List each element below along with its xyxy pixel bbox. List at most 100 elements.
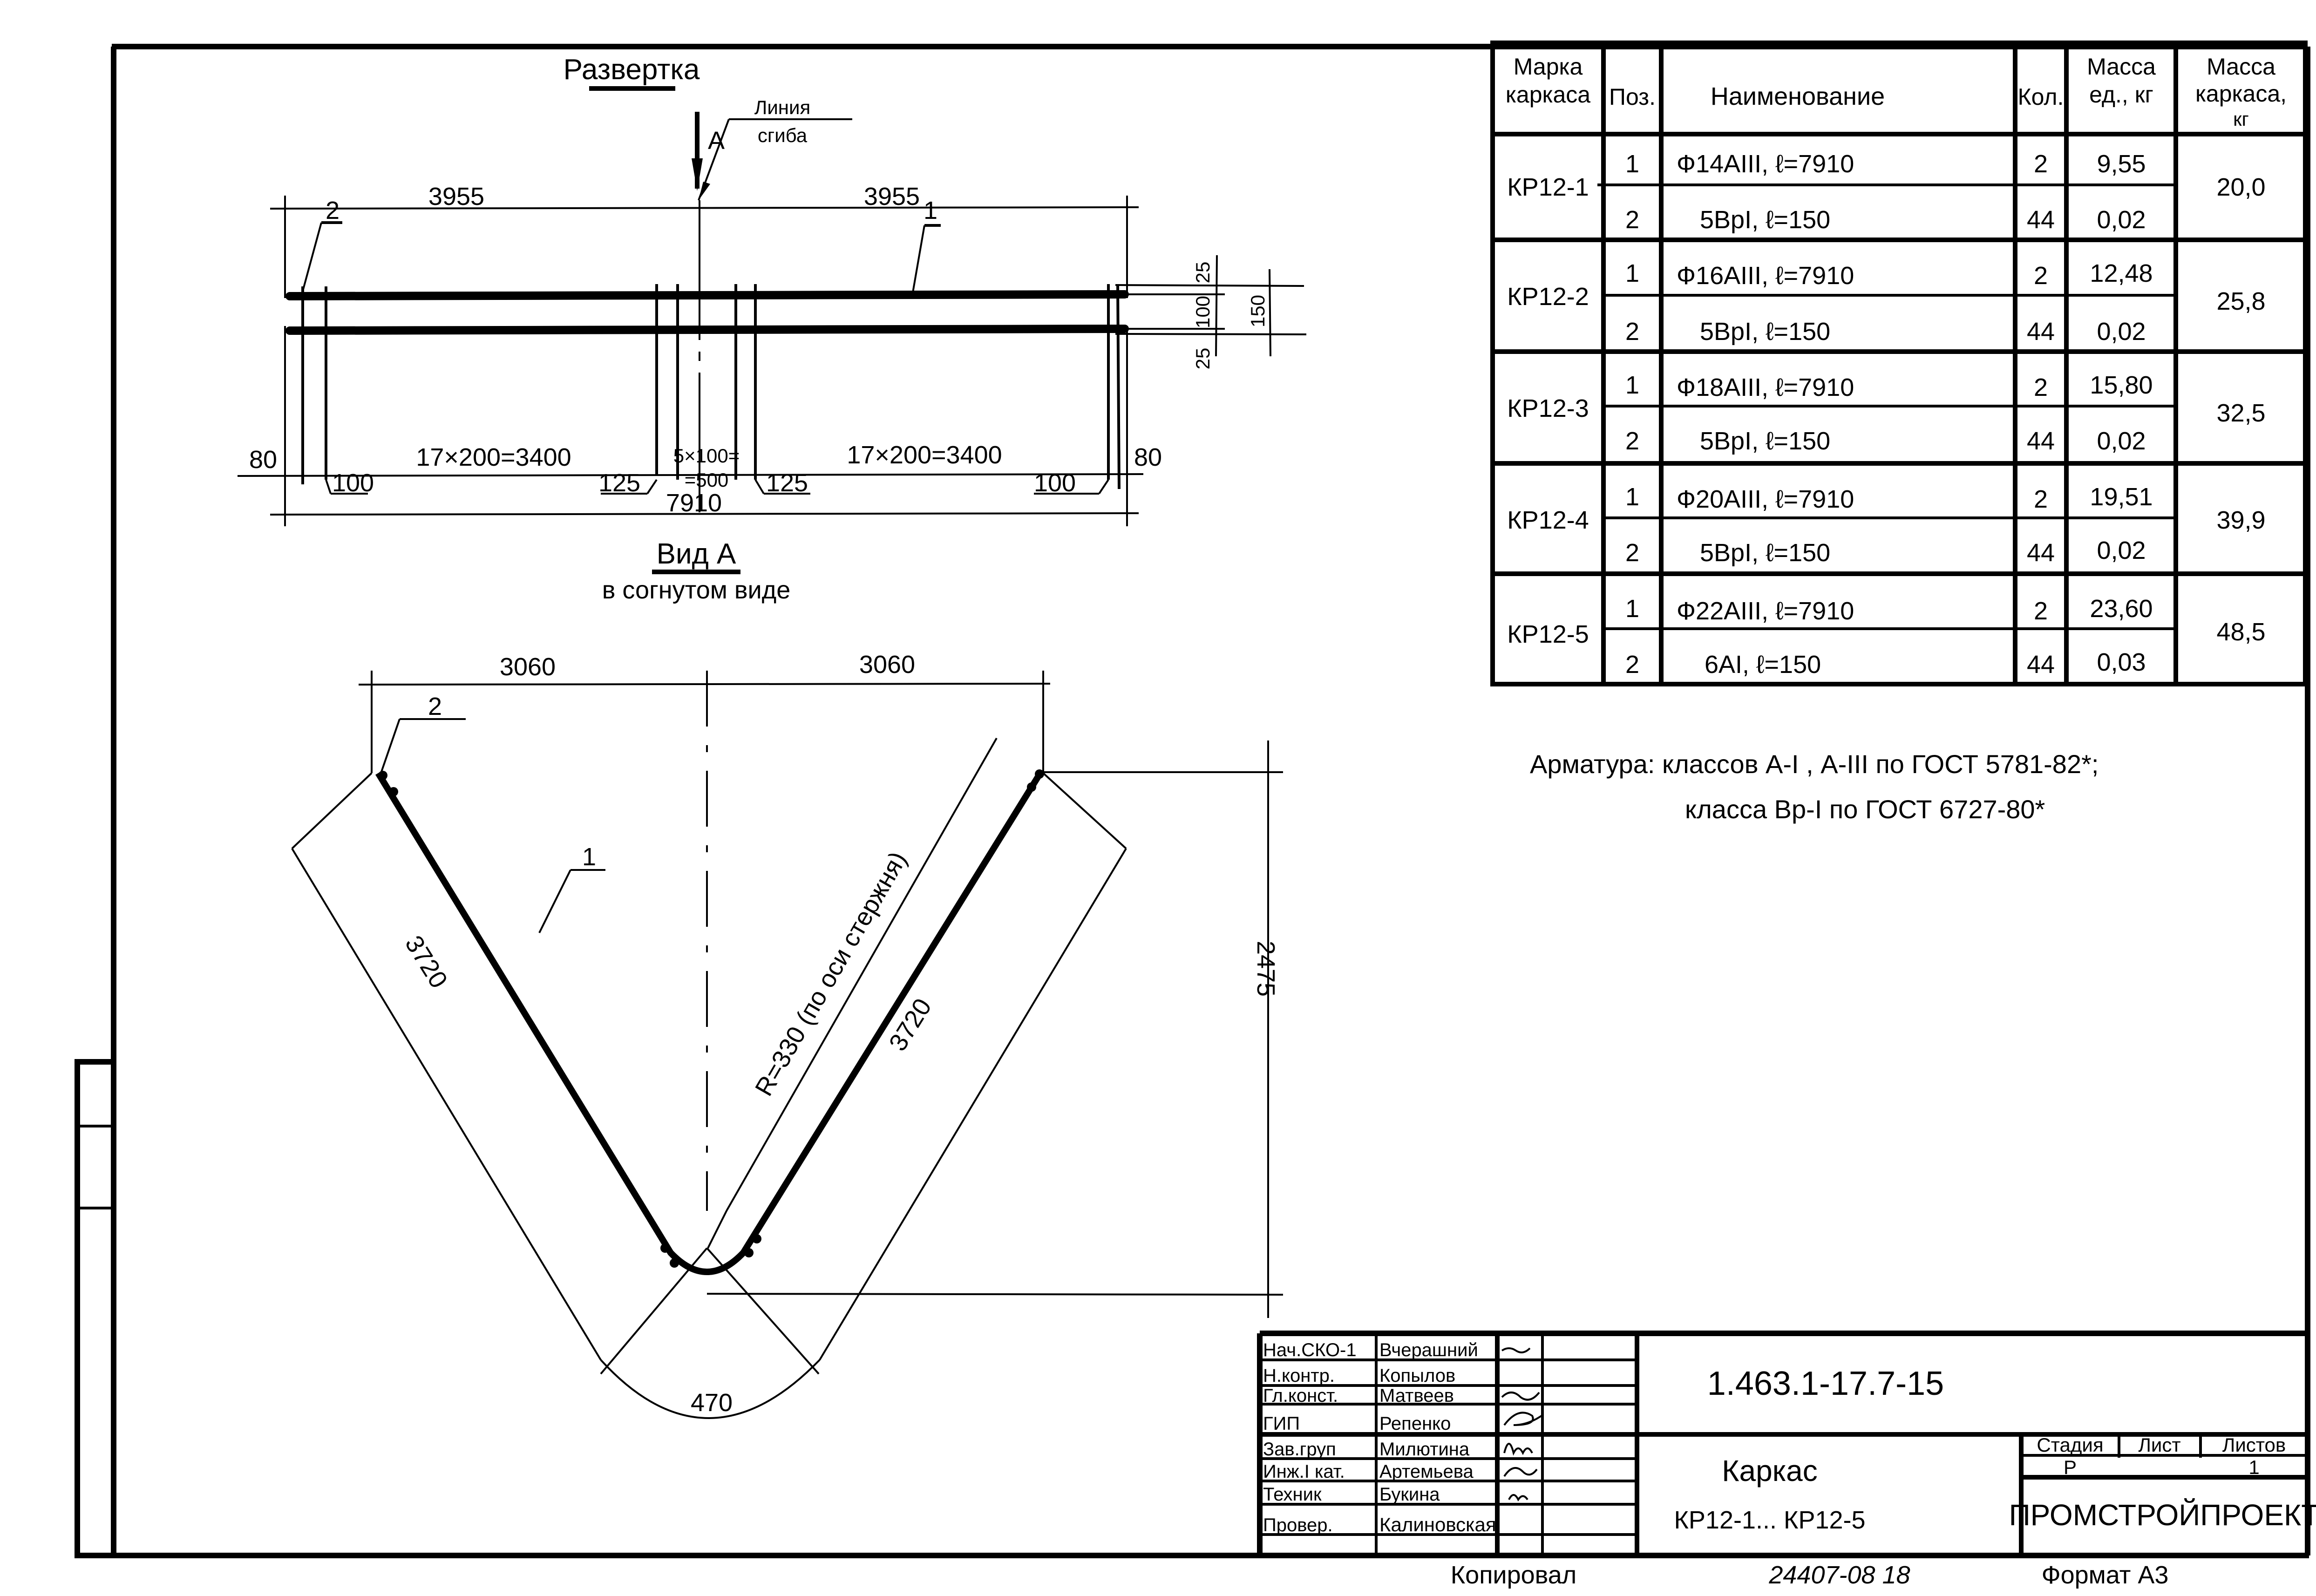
radius-note: R=330 (по оси стержня): [750, 847, 912, 1101]
copied-label: Копировал: [1451, 1561, 1577, 1589]
cell-qty: 44: [2027, 427, 2055, 455]
cell-qty: 2: [2034, 597, 2048, 625]
sheet-label: Лист: [2138, 1434, 2180, 1456]
leader-pos1: [912, 225, 925, 293]
dim-total-length: 7910: [666, 489, 722, 517]
dim-bottom-cover: 25: [1192, 348, 1214, 370]
cell-unit-mass: 9,55: [2097, 150, 2146, 178]
cell-pos: 2: [1625, 318, 1639, 346]
cell-pos: 2: [1625, 427, 1639, 455]
organization-name: ПРОМСТРОЙПРОЕКТ: [2009, 1498, 2316, 1532]
signature-mark: [1503, 1467, 1538, 1477]
bar-dot: [752, 1234, 761, 1243]
pos1-mark-unfolded: 1: [924, 197, 937, 224]
cell-qty: 2: [2034, 150, 2048, 178]
bend-line-label-1: Линия: [754, 96, 810, 118]
dim-offset-right-100: 100: [1034, 469, 1076, 497]
cell-name: Ф22АIII, ℓ=7910: [1677, 597, 1854, 625]
note-line-2: класса Вр-I по ГОСТ 6727-80*: [1685, 795, 2045, 824]
bar-dot: [1035, 769, 1044, 779]
cell-qty: 44: [2027, 539, 2055, 567]
signature-mark: [1503, 1443, 1533, 1456]
header-cage-mass-2: каркаса,: [2195, 81, 2287, 107]
signatories: Нач.СКО-1 Вчерашний Н.контр. Копылов Гл.…: [1263, 1340, 1496, 1535]
cell-name: 6АI, ℓ=150: [1705, 651, 1821, 679]
cell-name: 5ВрI, ℓ=150: [1700, 206, 1830, 234]
dim-line-top: [270, 206, 1139, 210]
bar-dot: [744, 1248, 754, 1257]
leader-100-right: [1098, 479, 1109, 495]
dim-total-width: 150: [1247, 295, 1269, 327]
cell-name: 5ВрI, ℓ=150: [1700, 427, 1830, 455]
header-pos: Поз.: [1609, 84, 1656, 110]
ext-line-right-leg-top: [1042, 772, 1127, 849]
cell-name: Ф14АIII, ℓ=7910: [1677, 150, 1854, 178]
format-label: Формат А3: [2042, 1561, 2169, 1589]
header-cage-mass-3: кг: [2233, 108, 2249, 130]
cell-unit-mass: 12,48: [2090, 259, 2153, 287]
cell-qty: 44: [2027, 206, 2055, 234]
dim-center-spacing-1: 5×100=: [673, 445, 740, 467]
dim-offset-left-125: 125: [598, 469, 640, 497]
sheets-value: 1: [2248, 1456, 2259, 1478]
leader-pos2-bent: [380, 719, 401, 774]
dim-offset-left-100: 100: [332, 469, 374, 497]
sig-name: Копылов: [1379, 1365, 1455, 1386]
cell-cage-mass: 32,5: [2216, 399, 2265, 427]
cell-cage-mass: 25,8: [2216, 287, 2265, 315]
dim-line-bent-top: [358, 683, 1051, 686]
dim-half-left: 3955: [428, 183, 484, 211]
dim-bar-spacing: 100: [1192, 296, 1214, 328]
sig-role: Нач.СКО-1: [1263, 1340, 1357, 1360]
dim-line-left-leg: [291, 848, 602, 1361]
leader-pos1-bent: [538, 869, 571, 933]
sig-role: Провер.: [1263, 1515, 1333, 1535]
dim-top-cover: 25: [1192, 262, 1214, 284]
ext-line-height-bottom: [706, 1293, 1284, 1296]
dim-height: 2475: [1252, 941, 1280, 997]
signature-mark: [1501, 1347, 1531, 1353]
cell-unit-mass: 23,60: [2090, 595, 2153, 623]
cell-unit-mass: 0,03: [2097, 648, 2146, 676]
cell-pos: 1: [1625, 150, 1639, 178]
ext-line-top: [1115, 284, 1304, 287]
signature-mark: [1501, 1392, 1540, 1401]
dim-arc-length: 470: [691, 1389, 733, 1417]
header-mark-2: каркаса: [1506, 81, 1590, 108]
leader-radius: [707, 1210, 727, 1249]
sig-role: Техник: [1263, 1484, 1322, 1505]
cell-cage-mass: 48,5: [2216, 618, 2265, 646]
cell-mark: КР12-1: [1507, 173, 1589, 201]
signature-mark: [1503, 1412, 1542, 1426]
dim-line-total: [270, 512, 1139, 516]
leader-pos2: [302, 222, 322, 292]
sig-role: ГИП: [1263, 1413, 1300, 1434]
pos2-mark-unfolded: 2: [326, 197, 340, 224]
dim-left-spacing: 17×200=3400: [416, 443, 571, 471]
leader-radius-line: [726, 738, 998, 1211]
cell-pos: 2: [1625, 651, 1639, 679]
sig-name: Репенко: [1379, 1413, 1451, 1434]
cell-name: Ф20АIII, ℓ=7910: [1677, 485, 1854, 513]
signature-mark: [1508, 1494, 1528, 1501]
object-name-2: КР12-1... КР12-5: [1674, 1506, 1865, 1534]
dim-right-leg: 3720: [883, 994, 937, 1056]
dim-left-end: 80: [249, 446, 277, 474]
dim-line-right-leg: [819, 848, 1127, 1361]
cell-unit-mass: 15,80: [2090, 371, 2153, 399]
cell-qty: 44: [2027, 318, 2055, 346]
bent-view: Вид А в согнутом виде 3060 3060 2: [291, 538, 1284, 1419]
header-mark-1: Марка: [1514, 54, 1583, 80]
dim-left-leg: 3720: [400, 931, 453, 993]
dim-line-spacing: [237, 473, 1144, 477]
longitudinal-bar-bottom: [285, 325, 1129, 335]
cell-pos: 1: [1625, 259, 1639, 287]
sig-role: Зав.груп: [1263, 1439, 1336, 1460]
header-name: Наименование: [1711, 82, 1885, 110]
ext-line-arc-right: [706, 1247, 820, 1375]
cell-name: 5ВрI, ℓ=150: [1700, 318, 1830, 346]
spec-table-border: [1490, 41, 2308, 686]
cell-name: Ф16АIII, ℓ=7910: [1677, 262, 1854, 290]
ext-line-left-leg-top: [291, 772, 373, 849]
